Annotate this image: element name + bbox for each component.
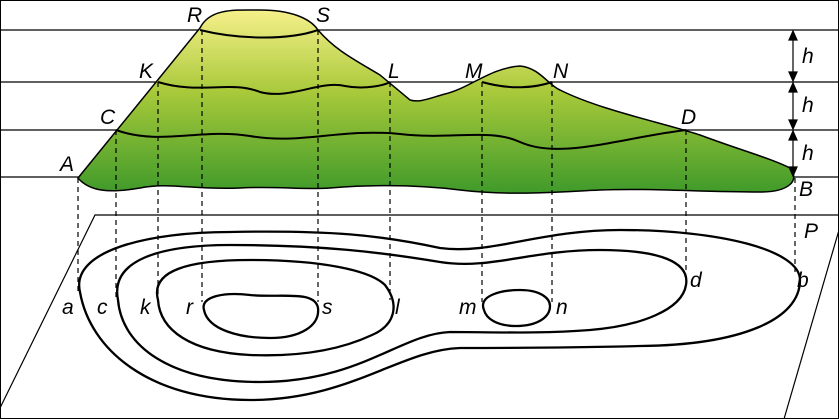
outer-contour-ab — [78, 228, 802, 402]
projection-lines — [77, 30, 796, 302]
label-R: R — [187, 4, 202, 27]
label-r: r — [186, 296, 194, 319]
label-K: K — [139, 60, 154, 83]
label-a: a — [62, 296, 74, 319]
label-L: L — [388, 60, 400, 83]
label-k: k — [140, 296, 152, 319]
hill-contours — [115, 29, 687, 150]
plan-contours — [78, 228, 802, 402]
contour-kl — [157, 81, 391, 95]
label-h-top: h — [802, 45, 814, 68]
label-B: B — [799, 178, 813, 201]
label-b: b — [797, 269, 809, 292]
contour-cd-plan — [116, 243, 688, 384]
label-S: S — [316, 4, 330, 27]
label-m: m — [459, 296, 477, 319]
contour-mn-plan — [481, 288, 552, 328]
label-A: A — [58, 153, 74, 176]
label-n: n — [556, 296, 568, 319]
contour-rs — [199, 29, 319, 39]
label-N: N — [553, 60, 569, 83]
label-M: M — [465, 60, 483, 83]
contour-kl-plan — [155, 258, 395, 357]
hill-shape — [77, 9, 795, 194]
contour-rs-plan — [202, 292, 320, 340]
label-c: c — [97, 296, 108, 319]
contour-mn — [481, 81, 553, 89]
label-h-mid: h — [802, 94, 814, 117]
contour-cd — [115, 129, 687, 150]
label-s: s — [322, 296, 333, 319]
label-C: C — [100, 106, 116, 129]
label-D: D — [681, 106, 696, 129]
label-l: l — [395, 296, 401, 319]
label-d: d — [690, 269, 703, 292]
label-h-bottom: h — [802, 142, 814, 165]
label-P: P — [804, 220, 818, 243]
height-markers — [788, 29, 798, 178]
